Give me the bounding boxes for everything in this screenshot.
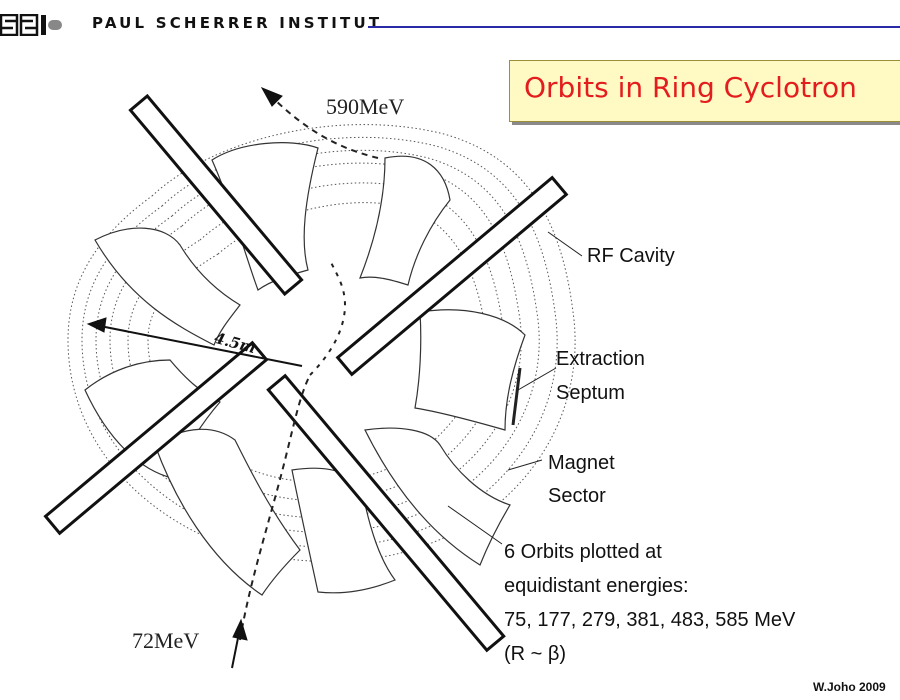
injection-arrow-head bbox=[232, 618, 248, 641]
callout-lines bbox=[447, 231, 583, 545]
magnet-sector-left-upper bbox=[94, 227, 241, 346]
arrows bbox=[86, 87, 303, 669]
orbit-note-line1: 6 Orbits plotted at bbox=[504, 541, 662, 563]
orbit-leader bbox=[447, 505, 503, 545]
extraction-energy-label: 590MeV bbox=[326, 94, 405, 119]
orbit-note-line2: equidistant energies: bbox=[504, 575, 689, 597]
magnet-leader bbox=[507, 459, 543, 471]
radius-arrow-shaft bbox=[99, 325, 303, 367]
magnet-sector-upper-right bbox=[359, 155, 451, 286]
title-box: Orbits in Ring Cyclotron bbox=[509, 60, 900, 122]
beam-path bbox=[239, 94, 379, 641]
injection-energy-label: 72MeV bbox=[132, 628, 200, 653]
rf-cavity-bottom bbox=[266, 373, 506, 653]
author-credit: W.Joho 2009 bbox=[813, 680, 886, 694]
central-path bbox=[309, 259, 347, 376]
orbit-note-line3: 75, 177, 279, 381, 483, 585 MeV bbox=[504, 609, 796, 631]
rf-cavity-left bbox=[43, 340, 269, 536]
rf-cavity-right bbox=[335, 175, 569, 377]
magnet-sector-bottom bbox=[154, 428, 301, 596]
rf-cavity-top-left bbox=[128, 93, 304, 297]
extraction-arrow-head bbox=[260, 87, 283, 107]
magnet-sectors bbox=[84, 142, 526, 596]
rf-cavity-label: RF Cavity bbox=[587, 245, 675, 267]
magnet-sector-bottom-right bbox=[364, 427, 511, 566]
psi-logo bbox=[0, 14, 62, 36]
extraction-leader bbox=[517, 367, 557, 391]
extraction-septum-label-line2: Septum bbox=[556, 382, 625, 404]
extraction-septum-label-line1: Extraction bbox=[556, 348, 645, 370]
institute-name: PAUL SCHERRER INSTITUT bbox=[92, 14, 383, 32]
magnet-sector-right bbox=[414, 309, 526, 431]
orbit-note-line4: (R ~ β) bbox=[504, 643, 567, 665]
radius-arrow-head bbox=[86, 317, 107, 333]
header-rule bbox=[368, 26, 900, 28]
header: PAUL SCHERRER INSTITUT bbox=[0, 0, 900, 40]
slide-title: Orbits in Ring Cyclotron bbox=[524, 71, 857, 104]
rf-cavity-leader bbox=[547, 231, 583, 257]
injection-path bbox=[239, 374, 311, 641]
extraction-septum bbox=[511, 367, 522, 426]
extraction-path bbox=[269, 94, 379, 159]
rf-cavities bbox=[43, 93, 569, 653]
magnet-sector-label-line2: Sector bbox=[548, 485, 606, 507]
magnet-sector-label-line1: Magnet bbox=[548, 452, 615, 474]
